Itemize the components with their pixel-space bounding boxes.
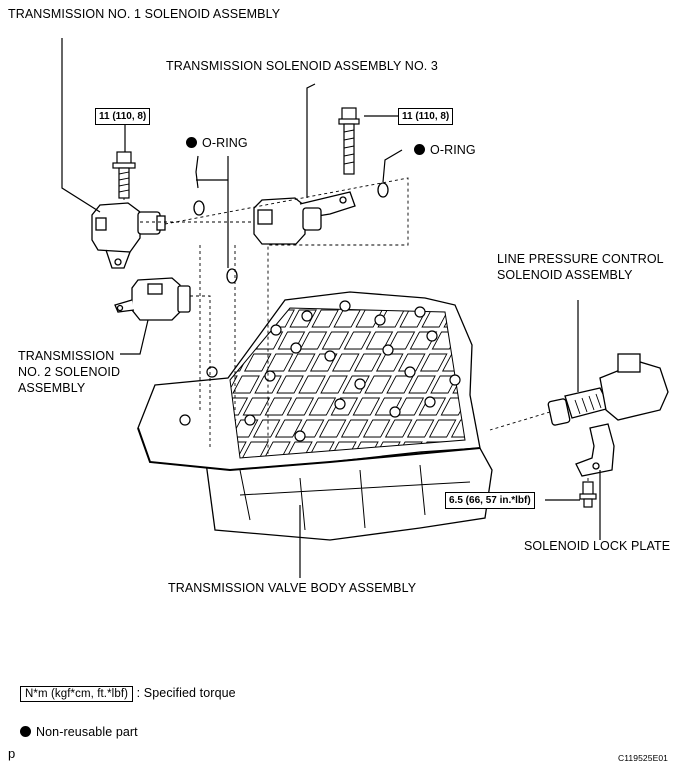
corner-mark: p [8,746,16,761]
bolt-sol3 [338,107,360,175]
o-ring-left-text: O-RING [202,136,248,150]
torque-sol1: 11 (110, 8) [95,108,151,125]
valve-body-lower-detail [239,464,471,531]
label-o-ring-right: O-RING [414,142,476,158]
label-solenoid-no2: TRANSMISSION NO. 2 SOLENOID ASSEMBLY [18,349,121,395]
solenoid-no3 [253,191,356,245]
solenoid-no1 [91,202,166,269]
line-pressure-solenoid [547,353,669,426]
label-solenoid-no1: TRANSMISSION NO. 1 SOLENOID ASSEMBLY [8,7,281,21]
figure-code: C119525E01 [618,753,668,763]
torque-lock-plate: 6.5 (66, 57 in.*lbf) [445,492,535,509]
alignment-lines [123,177,589,482]
o-ring-sol3 [377,182,389,198]
non-reusable-dot-icon [186,137,197,148]
o-ring-sol2 [226,268,238,284]
legend-torque-desc: : Specified torque [136,686,236,700]
bolt-sol1 [112,151,136,199]
legend-nonreusable: Non-reusable part [20,724,138,740]
bolt-lock-plate [579,481,597,508]
valve-body [137,291,493,541]
legend-torque: N*m (kgf*cm, ft.*lbf) : Specified torque [20,685,236,702]
legend-nonreusable-text: Non-reusable part [36,725,138,739]
o-ring-sol1 [193,200,205,216]
label-solenoid-no3: TRANSMISSION SOLENOID ASSEMBLY NO. 3 [166,59,438,73]
label-valve-body: TRANSMISSION VALVE BODY ASSEMBLY [168,581,417,595]
valve-body-bolts [179,300,461,442]
valve-body-edge [137,427,481,472]
solenoid-lock-plate [575,423,615,477]
leader-lines [61,38,601,578]
label-line-pressure-solenoid: LINE PRESSURE CONTROL SOLENOID ASSEMBLY [497,252,664,282]
solenoid-no2 [114,277,191,321]
o-ring-right-text: O-RING [430,143,476,157]
non-reusable-dot-icon [20,726,31,737]
label-solenoid-lock-plate: SOLENOID LOCK PLATE [524,539,671,553]
legend-torque-unit: N*m (kgf*cm, ft.*lbf) [20,686,134,702]
torque-sol3: 11 (110, 8) [398,108,454,125]
label-o-ring-left: O-RING [186,135,248,151]
non-reusable-dot-icon [414,144,425,155]
